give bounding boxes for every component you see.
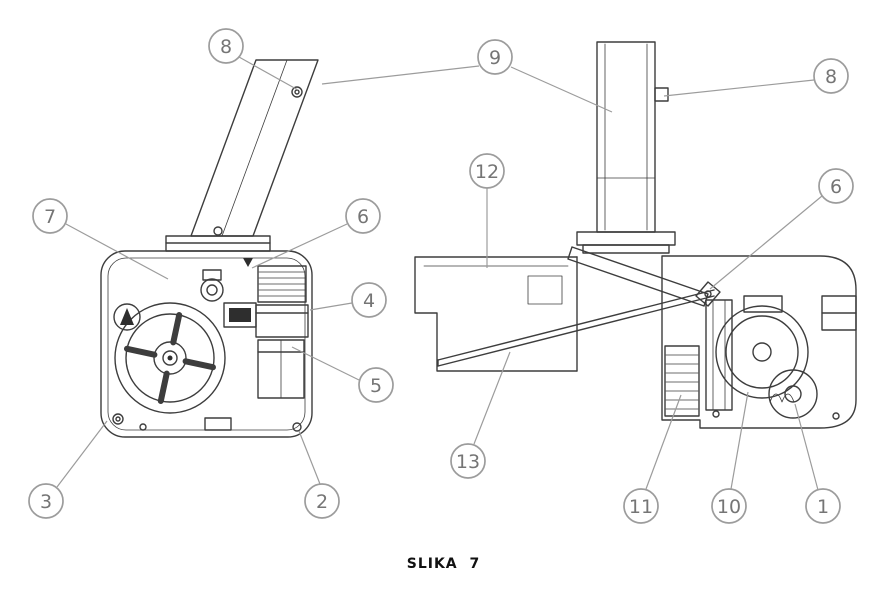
callout-number: 4	[363, 290, 375, 312]
burner-body-side	[661, 255, 857, 429]
callout-circle	[623, 488, 659, 524]
callout-11-filter-block: 11	[623, 488, 659, 524]
callout-12-air-duct: 12	[469, 153, 505, 189]
housing-bolt-left	[112, 413, 124, 425]
burner-body-front	[100, 250, 313, 438]
callout-circle	[813, 58, 849, 94]
control-block	[223, 302, 257, 328]
figure-caption: SLIKA 7	[406, 556, 481, 572]
component-4-box	[255, 304, 309, 338]
callout-circle	[208, 28, 244, 64]
callout-6-front-view: 6	[345, 198, 381, 234]
feed-rod	[437, 289, 715, 367]
callout-number: 6	[830, 176, 842, 198]
up-arrow-icon	[120, 308, 134, 325]
callout-circle	[805, 488, 841, 524]
index-mark	[243, 258, 253, 267]
callout-6-side-view: 6	[818, 168, 854, 204]
flue-bolt-right	[654, 87, 669, 102]
flue-bolt-left	[291, 86, 303, 98]
callout-number: 13	[456, 451, 480, 473]
flange-bolt	[213, 226, 223, 236]
lower-housing	[257, 339, 305, 399]
callout-13-feed-rod: 13	[450, 443, 486, 479]
callout-circle	[304, 483, 340, 519]
callout-8-flue-left: 8	[208, 28, 244, 64]
callout-circle	[711, 488, 747, 524]
callout-number: 11	[629, 496, 653, 518]
callout-2: 2	[304, 483, 340, 519]
callout-circle	[818, 168, 854, 204]
callout-number: 3	[40, 491, 52, 513]
pump-assembly	[705, 295, 809, 411]
arrow-badge	[113, 303, 141, 331]
flange-side	[576, 231, 676, 246]
callout-number: 12	[475, 161, 499, 183]
upper-fitting	[200, 269, 224, 302]
housing-bolt-right	[292, 422, 302, 432]
callout-number: 5	[370, 375, 382, 397]
front-view-drawing	[100, 59, 319, 438]
callout-number: 1	[817, 496, 829, 518]
callout-1-motor: 1	[805, 488, 841, 524]
bottom-plate	[204, 417, 232, 431]
callout-number: 8	[825, 66, 837, 88]
hatched-unit	[257, 265, 307, 303]
callout-number: 6	[357, 206, 369, 228]
fan-impeller	[114, 302, 226, 414]
motor	[768, 369, 818, 419]
callout-number: 9	[489, 47, 501, 69]
callout-3: 3	[28, 483, 64, 519]
callout-number: 8	[220, 36, 232, 58]
callout-circle	[351, 282, 387, 318]
flue-pipe-right	[596, 41, 656, 233]
callout-number: 10	[717, 496, 741, 518]
callout-circle	[345, 198, 381, 234]
junction-box	[821, 295, 857, 331]
callout-5: 5	[358, 367, 394, 403]
callout-circle	[469, 153, 505, 189]
callout-number: 2	[316, 491, 328, 513]
callout-4: 4	[351, 282, 387, 318]
callout-number: 7	[44, 206, 56, 228]
filter-block	[664, 345, 700, 417]
side-fitting	[695, 281, 721, 307]
callout-10-pump: 10	[711, 488, 747, 524]
callout-9-flue-pipes: 9	[477, 39, 513, 75]
callout-circle	[450, 443, 486, 479]
callout-circle	[32, 198, 68, 234]
callout-7: 7	[32, 198, 68, 234]
air-duct	[414, 256, 578, 372]
callout-circle	[358, 367, 394, 403]
callout-8-flue-right: 8	[813, 58, 849, 94]
side-view-drawing	[414, 41, 857, 429]
callout-circle	[28, 483, 64, 519]
callout-circle	[477, 39, 513, 75]
leader-lines	[56, 56, 823, 491]
callouts: 8 9 8 12 6 7 6	[28, 28, 854, 524]
